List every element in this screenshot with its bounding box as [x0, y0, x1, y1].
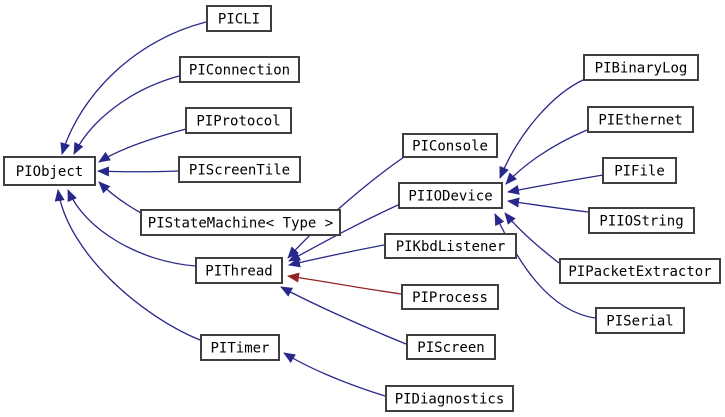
- edge-piscreen-to-pithread: [280, 286, 407, 345]
- class-node-label: PIObject: [16, 164, 83, 180]
- class-node-pithread[interactable]: PIThread: [195, 257, 283, 284]
- class-node-pipacketextractor[interactable]: PIPacketExtractor: [559, 258, 721, 284]
- class-node-label: PIFile: [614, 164, 665, 180]
- class-node-box: [195, 257, 283, 284]
- class-node-box: [588, 207, 695, 234]
- edge-piserial-to-piiodevice: [494, 213, 596, 319]
- class-node-box: [398, 182, 503, 209]
- class-node-piiostring[interactable]: PIIOString: [588, 207, 695, 234]
- class-node-label: PIConnection: [189, 63, 290, 79]
- class-node-piscreen[interactable]: PIScreen: [406, 334, 496, 360]
- class-node-label: PISerial: [606, 314, 673, 330]
- class-node-piiodevice[interactable]: PIIODevice: [398, 182, 503, 209]
- class-node-box: [140, 209, 341, 236]
- edge-pibinarylog-to-piiodevice: [499, 78, 586, 179]
- class-node-label: PIEthernet: [598, 113, 682, 129]
- class-node-box: [206, 5, 272, 32]
- class-node-box: [602, 157, 677, 184]
- class-node-piobject[interactable]: PIObject: [3, 156, 96, 186]
- class-node-pifile[interactable]: PIFile: [602, 157, 677, 184]
- edge-picli-to-piobject: [60, 21, 207, 155]
- edge-pipacketextractor-to-piiodevice: [504, 212, 560, 264]
- edge-pikbdlistener-to-pithread: [288, 244, 385, 268]
- edge-piprotocol-to-piobject: [98, 128, 187, 163]
- class-node-box: [3, 156, 96, 186]
- class-node-box: [406, 334, 496, 360]
- edge-piscreentile-to-piobject: [97, 166, 179, 177]
- class-node-piprocess[interactable]: PIProcess: [401, 284, 499, 310]
- class-node-box: [401, 284, 499, 310]
- class-node-piconnection[interactable]: PIConnection: [179, 56, 300, 83]
- class-node-box: [200, 334, 280, 361]
- class-node-box: [384, 233, 517, 259]
- class-node-label: PIDiagnostics: [395, 392, 505, 408]
- class-node-pitimer[interactable]: PITimer: [200, 334, 280, 361]
- class-node-box: [179, 56, 300, 83]
- class-node-box: [185, 107, 292, 134]
- class-node-box: [559, 258, 721, 284]
- edge-pitimer-to-piobject: [54, 189, 201, 341]
- class-node-label: PITimer: [210, 341, 269, 357]
- edge-pifile-to-piiodevice: [507, 174, 604, 195]
- class-node-piserial[interactable]: PISerial: [595, 307, 685, 334]
- class-node-box: [178, 156, 301, 183]
- class-node-box: [587, 106, 694, 133]
- edge-piconnection-to-piobject: [73, 75, 180, 155]
- class-node-label: PICLI: [218, 12, 260, 28]
- edge-piprocess-to-pithread: [287, 272, 402, 295]
- class-node-box: [595, 307, 685, 334]
- class-node-label: PIKbdListener: [396, 239, 506, 255]
- class-node-label: PIProcess: [412, 290, 488, 306]
- class-node-label: PIStateMachine< Type >: [148, 216, 333, 232]
- class-node-piconsole[interactable]: PIConsole: [402, 133, 498, 158]
- class-node-box: [385, 385, 514, 412]
- class-node-piprotocol[interactable]: PIProtocol: [185, 107, 292, 134]
- class-node-label: PIIODevice: [408, 189, 492, 205]
- class-node-label: PIThread: [205, 264, 272, 280]
- class-node-piethernet[interactable]: PIEthernet: [587, 106, 694, 133]
- edge-pidiagnostics-to-pitimer: [283, 352, 386, 397]
- class-node-box: [583, 54, 699, 81]
- class-node-piscreentile[interactable]: PIScreenTile: [178, 156, 301, 183]
- class-node-pidiagnostics[interactable]: PIDiagnostics: [385, 385, 514, 412]
- class-node-label: PIScreen: [417, 340, 484, 356]
- edge-piconsole-to-pithread: [287, 156, 405, 259]
- class-node-box: [402, 133, 498, 158]
- class-node-pibinarylog[interactable]: PIBinaryLog: [583, 54, 699, 81]
- class-node-picli[interactable]: PICLI: [206, 5, 272, 32]
- class-node-label: PIIOString: [599, 214, 683, 230]
- class-node-label: PIProtocol: [196, 114, 280, 130]
- class-node-label: PIBinaryLog: [595, 61, 688, 77]
- class-node-pikbdlistener[interactable]: PIKbdListener: [384, 233, 517, 259]
- edge-pistatemachine-to-piobject: [98, 181, 142, 214]
- edge-piethernet-to-piiodevice: [505, 129, 588, 185]
- edge-pithread-to-piobject: [67, 189, 197, 267]
- class-node-label: PIScreenTile: [189, 163, 290, 179]
- class-node-label: PIConsole: [412, 139, 488, 155]
- class-node-label: PIPacketExtractor: [568, 264, 711, 280]
- class-node-pistatemachine[interactable]: PIStateMachine< Type >: [140, 209, 341, 236]
- edge-piiostring-to-piiodevice: [507, 197, 589, 213]
